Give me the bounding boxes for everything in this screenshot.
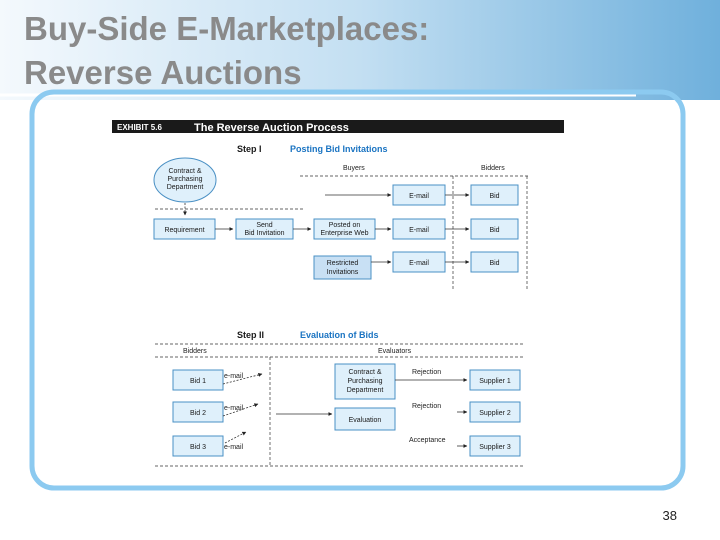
step2-email-label-2: e-mail bbox=[224, 405, 244, 412]
step2-email-label-3: e-mail bbox=[224, 444, 244, 451]
step2-bid-box-3 bbox=[172, 435, 224, 457]
step2-contract-dept-box bbox=[334, 363, 396, 400]
step1-restricted-line-1: Restricted bbox=[327, 260, 359, 267]
step2-supplier-text-2: Supplier 2 bbox=[479, 410, 511, 417]
step1-contract-dept-node bbox=[153, 157, 217, 203]
exhibit-header-bar bbox=[112, 120, 564, 133]
step2-contract-dept-line-2: Purchasing bbox=[347, 378, 382, 385]
slide-title-line-1: Buy-Side E-Marketplaces: bbox=[24, 10, 430, 47]
step2-bid-text-2: Bid 2 bbox=[190, 410, 206, 417]
exhibit-label: EXHIBIT 5.6 bbox=[117, 123, 162, 132]
exhibit-title: The Reverse Auction Process bbox=[194, 122, 349, 134]
step1-bid-text-2: Bid bbox=[489, 227, 499, 234]
step2-evaluation-text: Evaluation bbox=[349, 417, 382, 424]
step1-label: Step I bbox=[237, 144, 262, 154]
rounded-frame-border bbox=[29, 89, 686, 491]
step1-bid-box-3 bbox=[470, 251, 519, 273]
step2-supplier-box-1 bbox=[469, 369, 521, 391]
step2-email-label-1: e-mail bbox=[224, 373, 244, 380]
step1-restricted-line-2: Invitations bbox=[327, 269, 359, 276]
step2-contract-dept-line-1: Contract & bbox=[348, 369, 381, 376]
step1-posted-web-line-2: Enterprise Web bbox=[320, 230, 368, 237]
step1-email-text-1: E-mail bbox=[409, 193, 429, 200]
step1-email-text-2: E-mail bbox=[409, 227, 429, 234]
step2-supplier-text-3: Supplier 3 bbox=[479, 444, 511, 451]
step1-bid-box-1 bbox=[470, 184, 519, 206]
step2-bid-text-3: Bid 3 bbox=[190, 444, 206, 451]
step1-contract-dept-line-3: Department bbox=[167, 184, 204, 191]
step1-send-bid-line-2: Bid Invitation bbox=[244, 230, 284, 237]
step2-bidders-label: Bidders bbox=[183, 348, 207, 355]
step2-title: Evaluation of Bids bbox=[300, 330, 379, 340]
step1-contract-dept-line-1: Contract & bbox=[168, 168, 201, 175]
step2-bid-box-2 bbox=[172, 401, 224, 423]
step2-supplier-box-2 bbox=[469, 401, 521, 423]
step1-restricted-box bbox=[313, 255, 372, 280]
step1-buyers-label: Buyers bbox=[343, 165, 365, 172]
step1-contract-dept-line-2: Purchasing bbox=[167, 176, 202, 183]
step2-bid-box-1 bbox=[172, 369, 224, 391]
slide-title-line-2: Reverse Auctions bbox=[24, 54, 302, 91]
step2-rejection-2-label: Rejection bbox=[412, 403, 441, 410]
step2-bid-text-1: Bid 1 bbox=[190, 378, 206, 385]
step1-send-bid-line-1: Send bbox=[256, 222, 272, 229]
step1-bid-box-2 bbox=[470, 218, 519, 240]
step1-requirement-text: Requirement bbox=[164, 227, 204, 234]
step2-evaluation-box bbox=[334, 407, 396, 431]
step2-supplier-box-3 bbox=[469, 435, 521, 457]
step2-bid2-email-arrow bbox=[222, 403, 259, 417]
step1-posted-web-line-1: Posted on bbox=[329, 222, 361, 229]
step1-bid-text-3: Bid bbox=[489, 260, 499, 267]
step2-bid3-email-arrow bbox=[224, 431, 247, 444]
step1-title: Posting Bid Invitations bbox=[290, 144, 388, 154]
step1-bid-text-1: Bid bbox=[489, 193, 499, 200]
page-number: 38 bbox=[662, 508, 677, 523]
title-band: Buy-Side E-Marketplaces: Reverse Auction… bbox=[0, 0, 720, 100]
step2-rejection-1-label: Rejection bbox=[412, 369, 441, 376]
step2-acceptance-label: Acceptance bbox=[409, 437, 446, 444]
step2-contract-dept-line-3: Department bbox=[347, 387, 384, 394]
step1-bidders-label: Bidders bbox=[481, 165, 505, 172]
step2-supplier-text-1: Supplier 1 bbox=[479, 378, 511, 385]
step1-email-text-3: E-mail bbox=[409, 260, 429, 267]
title-gradient-background bbox=[0, 0, 720, 100]
step2-evaluators-label: Evaluators bbox=[378, 348, 412, 355]
step2-label: Step II bbox=[237, 330, 264, 340]
